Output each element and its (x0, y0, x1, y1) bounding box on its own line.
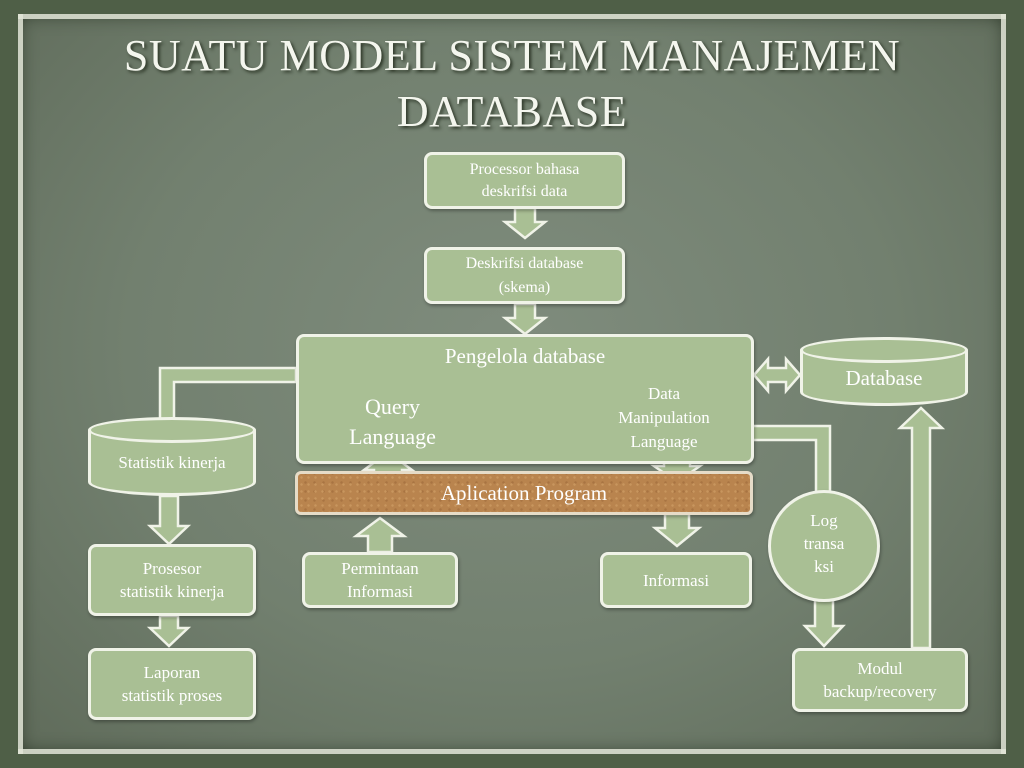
dml-line2: Manipulation (618, 408, 710, 427)
arrow-prosesor-to-laporan (146, 614, 192, 648)
arrow-processor-to-deskrifsi (501, 206, 549, 240)
arrow-pengelola-database-bidirectional (752, 355, 802, 395)
dml-line3: Language (630, 432, 698, 451)
laporan-line1: Laporan (143, 663, 201, 682)
log-transaksi-circle: Log transa ksi (768, 490, 880, 602)
query-language-label: Query Language (320, 392, 465, 452)
database-label: Database (845, 366, 923, 390)
arrow-log-to-modul (802, 598, 846, 648)
modul-backup-line2: backup/recovery (823, 682, 937, 701)
processor-bahasa-line2: deskrifsi data (481, 182, 568, 200)
torn-edge-bottom (18, 749, 1006, 754)
slide-title-line1: SUATU MODEL SISTEM MANAJEMEN (123, 31, 901, 80)
informasi-label: Informasi (642, 570, 710, 590)
prosesor-statistik-line1: Prosesor (142, 559, 202, 578)
log-transaksi-line2: transa (803, 533, 845, 553)
aplication-program-label: Aplication Program (440, 480, 608, 505)
prosesor-statistik-line2: statistik kinerja (119, 582, 225, 601)
torn-edge-right (1001, 14, 1006, 754)
slide-title-line2: DATABASE (396, 87, 628, 136)
modul-backup-line1: Modul (857, 659, 903, 678)
arrow-modul-to-database (896, 406, 946, 650)
torn-edge-top (18, 14, 1006, 19)
laporan-line2: statistik proses (121, 686, 223, 705)
log-transaksi-line3: ksi (814, 556, 834, 576)
laporan-statistik-box: Laporan statistik proses (88, 648, 256, 720)
modul-backup-box: Modul backup/recovery (792, 648, 968, 712)
permintaan-line2: Informasi (346, 582, 414, 601)
pengelola-database-box: Pengelola database (296, 334, 754, 464)
statistik-kinerja-label: Statistik kinerja (118, 453, 226, 472)
processor-bahasa-line1: Processor bahasa (469, 160, 580, 178)
aplication-program-box: Aplication Program (295, 471, 753, 515)
arrow-deskrifsi-to-pengelola (501, 302, 549, 336)
torn-edge-left (18, 14, 23, 754)
dml-label: Data Manipulation Language (594, 382, 734, 454)
slide-title: SUATU MODEL SISTEM MANAJEMEN DATABASE (0, 28, 1024, 140)
informasi-box: Informasi (600, 552, 752, 608)
deskrifsi-database-box: Deskrifsi database (skema) (424, 247, 625, 304)
arrow-permintaan-to-app (352, 516, 408, 554)
connector-pengelola-to-log (750, 424, 832, 494)
permintaan-line1: Permintaan (341, 559, 419, 578)
database-cylinder-top (800, 337, 968, 363)
dml-line1: Data (647, 384, 681, 403)
permintaan-informasi-box: Permintaan Informasi (302, 552, 458, 608)
query-language-line1: Query (365, 394, 420, 419)
deskrifsi-database-line2: (skema) (498, 278, 551, 296)
log-transaksi-line1: Log (810, 510, 838, 530)
query-language-line2: Language (349, 424, 436, 449)
deskrifsi-database-line1: Deskrifsi database (465, 254, 584, 272)
pengelola-database-title: Pengelola database (444, 344, 606, 368)
arrow-app-to-informasi (651, 512, 703, 548)
prosesor-statistik-box: Prosesor statistik kinerja (88, 544, 256, 616)
processor-bahasa-box: Processor bahasa deskrifsi data (424, 152, 625, 209)
statistik-cylinder-top (88, 417, 256, 443)
arrow-statistik-to-prosesor (146, 494, 192, 546)
